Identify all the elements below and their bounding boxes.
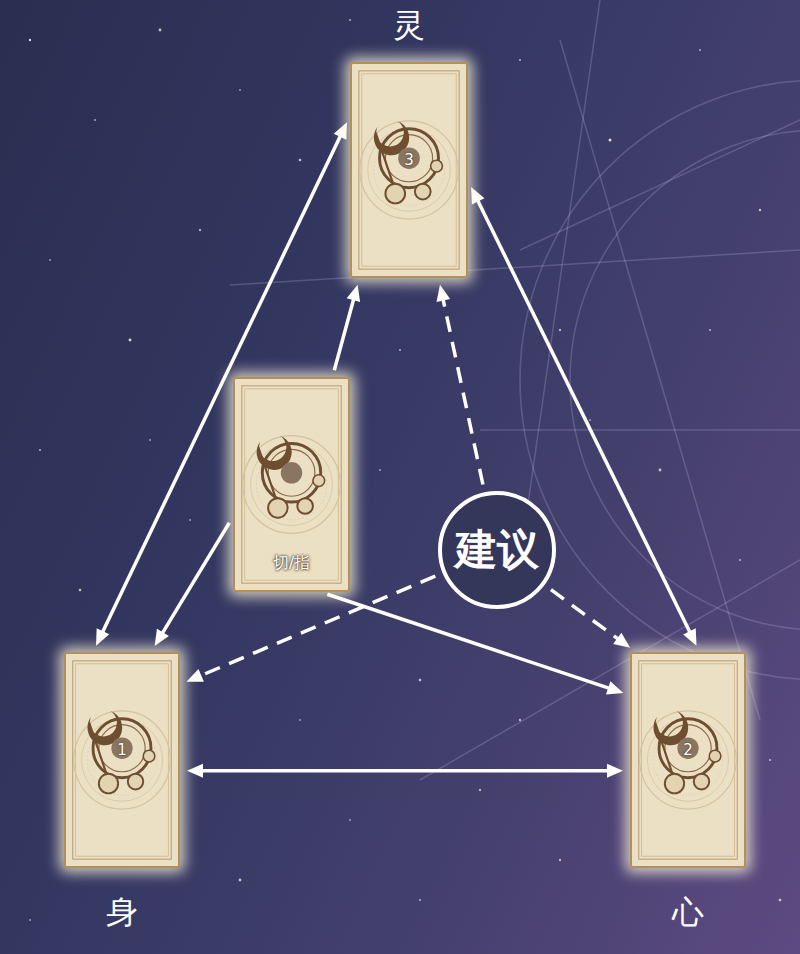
- card-label: 切/指: [235, 553, 348, 573]
- arrowhead: [155, 629, 169, 646]
- tarot-card: 灵3: [350, 62, 468, 278]
- connector-arrow: [155, 523, 230, 646]
- connector-line: [551, 590, 620, 640]
- card-number: 2: [632, 740, 744, 760]
- connector-line: [161, 523, 229, 635]
- card-number: 3: [352, 150, 466, 170]
- position-label: 灵: [393, 7, 425, 44]
- connector-arrow: [187, 764, 623, 778]
- tarot-card: 1身: [64, 652, 180, 868]
- circle-label: 建议: [455, 527, 539, 573]
- connector-line: [334, 297, 354, 370]
- stars: [29, 19, 782, 921]
- connector-line: [443, 298, 483, 485]
- card-illustration: [352, 64, 466, 276]
- arrowhead: [471, 187, 484, 204]
- position-label: 身: [106, 894, 138, 931]
- tarot-card: 2心: [630, 652, 746, 868]
- arrowhead: [606, 681, 623, 694]
- arrowhead: [347, 285, 361, 302]
- tarot-card: 切/指: [233, 377, 350, 592]
- connector-arrow: [334, 285, 360, 370]
- arrowhead: [436, 285, 450, 302]
- card-illustration: [66, 654, 178, 866]
- dashed-arrow: [551, 590, 630, 648]
- arrowhead: [607, 764, 623, 778]
- dashed-arrow: [186, 576, 435, 682]
- arrowhead: [187, 764, 203, 778]
- arrowhead: [334, 122, 347, 139]
- card-number: 1: [66, 740, 178, 760]
- arrowhead: [613, 633, 630, 648]
- connector-line: [327, 594, 611, 689]
- advice-circle: 建议: [437, 490, 557, 610]
- position-label: 心: [672, 894, 704, 931]
- connector-line: [200, 769, 610, 773]
- arrowhead: [96, 628, 109, 645]
- arrowhead: [186, 669, 203, 682]
- dashed-arrow: [436, 285, 482, 485]
- card-illustration: [632, 654, 744, 866]
- arrowhead: [683, 628, 696, 645]
